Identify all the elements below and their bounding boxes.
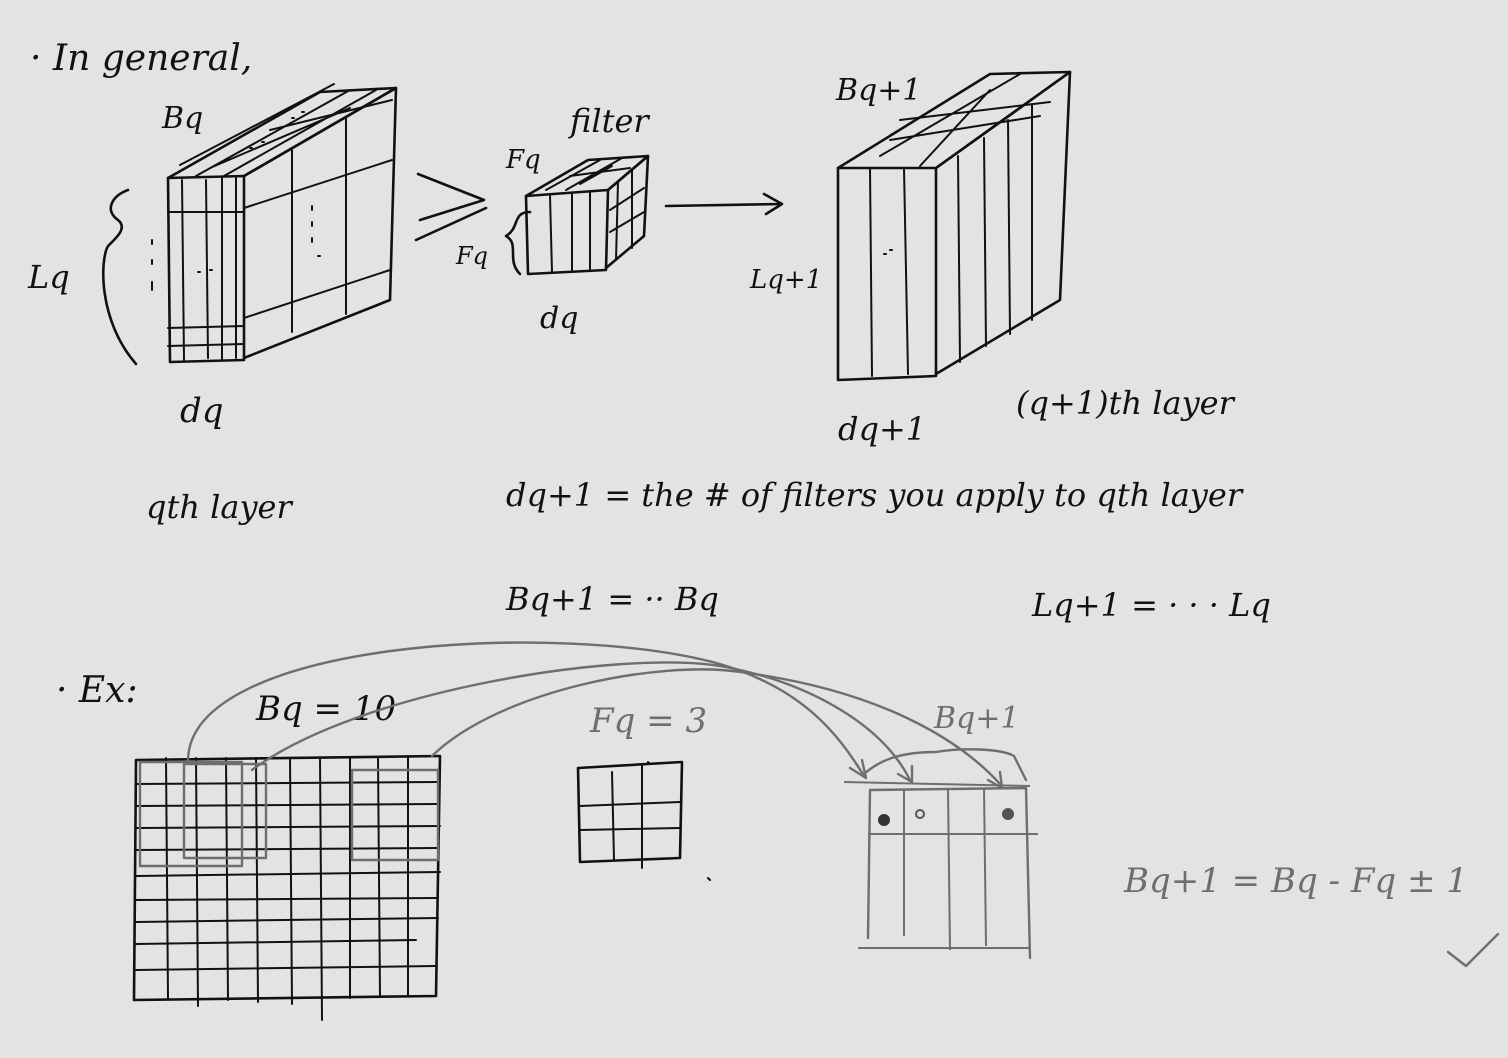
window-0 xyxy=(138,760,244,868)
layer-q1-block xyxy=(836,70,1072,382)
window-1 xyxy=(182,762,268,860)
example-output-width-label: Bq+1 xyxy=(933,701,1019,736)
right-arrow-icon xyxy=(664,192,784,216)
filter-grid-3x3 xyxy=(576,760,711,881)
mapping-arrows xyxy=(186,641,1004,790)
equation-depth: dq+1 = the # of filters you apply to qth… xyxy=(506,476,1244,514)
window-last xyxy=(350,768,440,862)
layer-q1-depth-label: dq+1 xyxy=(838,410,926,448)
layer-q1-height-label: Lq+1 xyxy=(749,265,822,295)
input-grid-10x10 xyxy=(132,754,442,1021)
equation-width: Bq+1 = ·· Bq xyxy=(505,580,719,618)
output-grid xyxy=(843,748,1038,960)
filter-brace xyxy=(504,210,532,276)
filter-depth-label: dq xyxy=(540,301,578,336)
convolve-symbol xyxy=(414,172,488,242)
filter-block xyxy=(504,154,650,276)
example-label: · Ex: xyxy=(56,670,138,711)
layer-q-height-label: Lq xyxy=(27,258,70,296)
layer-q1-width-label: Bq+1 xyxy=(835,73,921,108)
filter-title: filter xyxy=(568,102,650,140)
layer-q-block xyxy=(101,83,398,366)
output-dot-last xyxy=(1002,808,1014,820)
filter-top-label: Fq xyxy=(505,145,541,175)
layer-q-width-label: Bq xyxy=(161,101,203,136)
example-filter-size-label: Fq = 3 xyxy=(589,701,707,741)
layer-q1-caption: (q+1)th layer xyxy=(1016,384,1236,422)
check-mark-icon xyxy=(1446,932,1500,968)
heading-text: · In general, xyxy=(30,38,252,79)
layer-q-depth-label: dq xyxy=(180,391,224,431)
layer-q-caption: qth layer xyxy=(146,488,293,526)
equation-height: Lq+1 = · · · Lq xyxy=(1031,586,1271,624)
filter-side-label: Fq xyxy=(455,242,488,270)
example-formula: Bq+1 = Bq - Fq ± 1 xyxy=(1123,861,1468,901)
output-dot-0 xyxy=(878,814,890,826)
example-input-width-label: Bq = 10 xyxy=(255,689,396,729)
